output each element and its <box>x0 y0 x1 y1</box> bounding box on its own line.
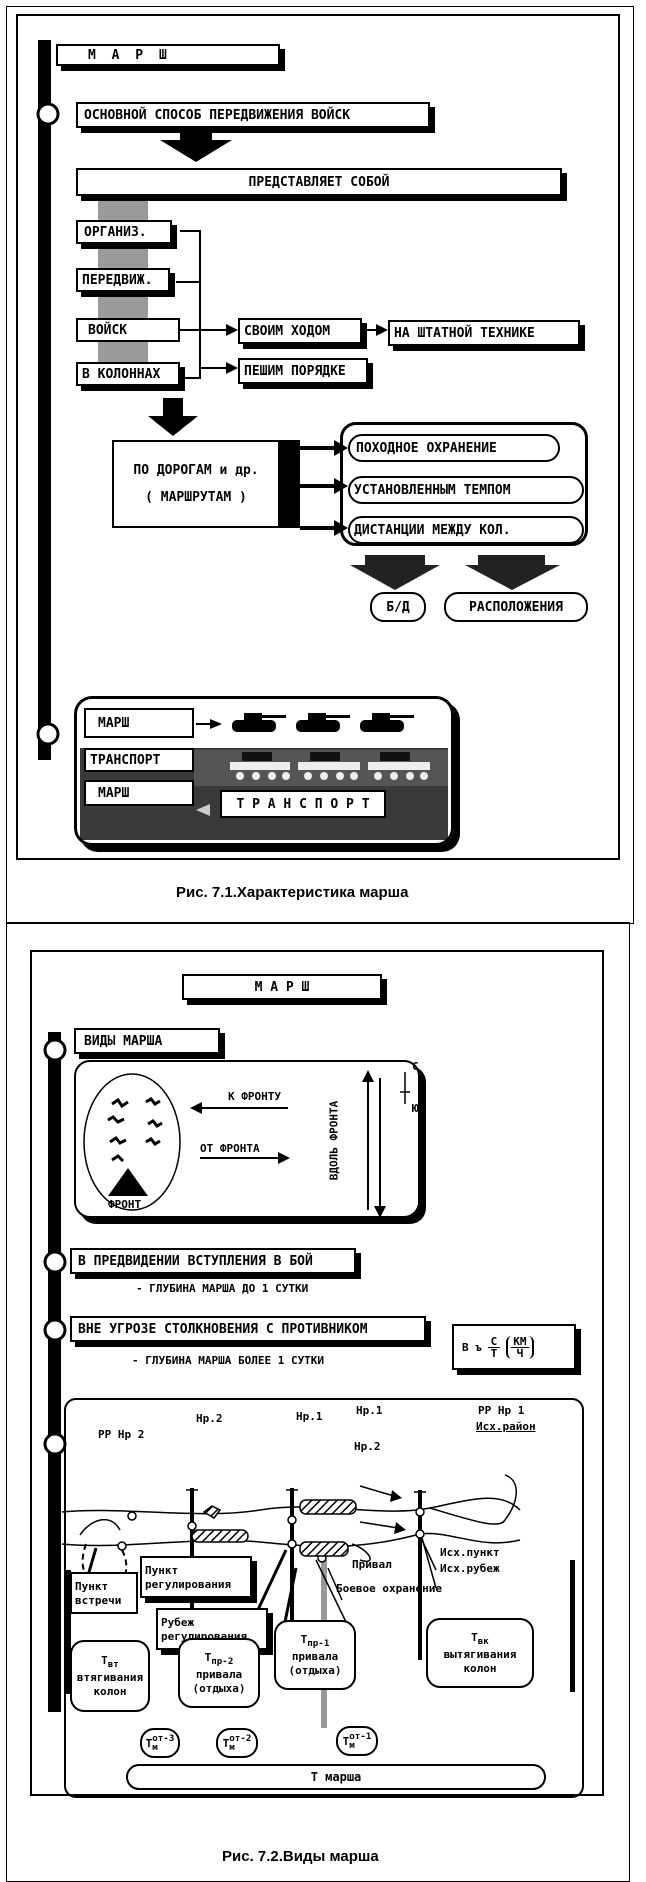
fig1-title: М А Р Ш <box>88 47 171 63</box>
fig2-t-pr1-box: Тпр-1 привала(отдыха) <box>274 1620 356 1690</box>
fig1-org-box: ОРГАНИЗ. <box>76 220 172 244</box>
fig1-march-a-box: МАРШ <box>84 708 194 738</box>
fig1-guard-box: ПОХОДНОЕ ОХРАНЕНИЕ <box>348 434 560 462</box>
fig1-transport-block <box>74 696 454 846</box>
fig2-anticipation-box: В ПРЕДВИДЕНИИ ВСТУПЛЕНИЯ В БОЙ <box>70 1248 356 1274</box>
fig2-kinds-box: ВИДЫ МАРША <box>74 1028 220 1054</box>
fig2-caption: Рис. 7.2.Виды марша <box>222 1848 379 1865</box>
fig2-front-label: ФРОНТ <box>108 1198 142 1211</box>
fig2-start-line: Исх.рубеж <box>440 1562 500 1575</box>
fig1-caption: Рис. 7.1.Характеристика марша <box>176 884 409 901</box>
fig2-along-front: ВДОЛЬ ФРОНТА <box>327 1100 341 1181</box>
fig2-south: Ю <box>412 1102 419 1115</box>
fig1-distance-box: ДИСТАНЦИИ МЕЖДУ КОЛ. <box>348 516 584 544</box>
fig1-roads-box: ПО ДОРОГАМ и др. ( МАРШРУТАМ ) <box>112 440 280 528</box>
fig1-disposition-box: РАСПОЛОЖЕНИЯ <box>444 592 588 622</box>
fig1-tempo-box: УСТАНОВЛЕННЫМ ТЕМПОМ <box>348 476 584 504</box>
fig2-rr-np1: РР Нр 1 <box>478 1404 525 1417</box>
fig1-foot-box: ПЕШИМ ПОРЯДКЕ <box>238 358 368 384</box>
fig2-to-front: К ФРОНТУ <box>228 1090 281 1103</box>
fig2-bottom-panel <box>64 1398 584 1798</box>
fig1-title-box: М А Р Ш <box>56 44 280 66</box>
fig1-bd-box: Б/Д <box>370 592 426 622</box>
fig2-np1-label: Нр.1 <box>356 1404 383 1417</box>
fig2-np2-top: Нр.2 <box>196 1412 223 1425</box>
fig1-main-box: ОСНОВНОЙ СПОСОБ ПЕРЕДВИЖЕНИЯ ВОЙСК <box>76 102 430 128</box>
fig1-move-box: ПЕРЕДВИЖ. <box>76 268 170 292</box>
fig2-kinds-panel <box>74 1060 420 1218</box>
fig2-no-threat-box: ВНЕ УГРОЗЕ СТОЛКНОВЕНИЯ С ПРОТИВНИКОМ <box>70 1316 426 1342</box>
fig2-from-front: ОТ ФРОНТА <box>200 1142 260 1155</box>
fig1-represents-box: ПРЕДСТАВЛЯЕТ СОБОЙ <box>76 168 562 196</box>
fig1-right-block <box>340 422 588 546</box>
fig2-np2-label: Нр.2 <box>354 1440 381 1453</box>
fig1-frame <box>6 6 634 924</box>
fig2-start-point: Исх.пункт <box>440 1546 500 1559</box>
fig2-start-area: Исх.район <box>476 1420 536 1433</box>
fig2-halt: Привал <box>352 1558 392 1571</box>
fig2-north: С <box>412 1060 419 1073</box>
fig1-equipment-box: НА ШТАТНОЙ ТЕХНИКЕ <box>388 320 580 346</box>
fig2-depth2: - ГЛУБИНА МАРША БОЛЕЕ 1 СУТКИ <box>132 1354 325 1367</box>
fig2-title: М А Р Ш <box>254 979 310 995</box>
fig2-combat-guard: Боевое охранение <box>336 1582 442 1595</box>
fig2-t-march-box: Т марша <box>126 1764 546 1790</box>
fig2-rr-np2: РР Нр 2 <box>98 1428 145 1441</box>
fig2-t-pr2-box: Тпр-2 привала(отдыха) <box>178 1638 260 1708</box>
fig2-depth1: - ГЛУБИНА МАРША ДО 1 СУТКИ <box>136 1282 309 1295</box>
fig1-columns-box: В КОЛОННАХ <box>76 362 180 386</box>
fig2-inner-frame <box>30 950 604 1796</box>
fig1-troops-box: ВОЙСК <box>76 318 180 342</box>
fig2-np1-top: Нр.1 <box>296 1410 323 1423</box>
fig1-march-b-box: МАРШ <box>84 780 194 806</box>
fig1-transport-big-box: Т Р А Н С П О Р Т <box>220 790 386 818</box>
fig1-inner-frame <box>16 14 620 860</box>
fig1-transport-box: ТРАНСПОРТ <box>84 748 194 772</box>
fig2-title-box: М А Р Ш <box>182 974 382 1000</box>
fig1-own-box: СВОИМ ХОДОМ <box>238 318 362 344</box>
